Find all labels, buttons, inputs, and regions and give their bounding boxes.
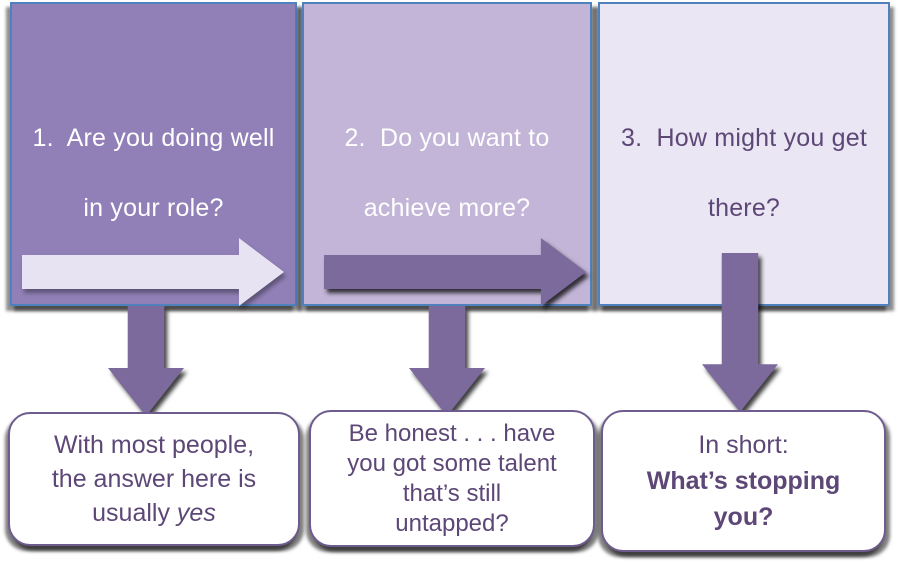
answer-box-2: Be honest . . . have you got some talent… xyxy=(309,410,595,547)
answer-3-bold-line-1: What’s stopping xyxy=(646,467,841,495)
answer-3-intro: In short: xyxy=(698,431,789,459)
arrow-down-shape xyxy=(409,306,485,416)
panel-2-question-line-1: 2. Do you want to xyxy=(344,124,550,152)
answer-2-line-2: you got some talent xyxy=(347,449,557,477)
answer-box-3: In short: What’s stopping you? xyxy=(601,410,886,552)
answer-2-line-3: that’s still xyxy=(402,479,502,507)
panel-1-question-line-2: in your role? xyxy=(83,194,224,222)
arrow-down-shape xyxy=(702,253,778,412)
answer-box-1: With most people, the answer here is usu… xyxy=(8,412,300,546)
answer-1-line-1: With most people, xyxy=(53,431,255,459)
answer-2-line-1: Be honest . . . have xyxy=(348,419,556,447)
answer-1-line-2: the answer here is xyxy=(51,465,257,493)
arrow-right-icon xyxy=(22,238,284,306)
panel-2-question-line-2: achieve more? xyxy=(363,194,531,222)
answer-1-emphasis: yes xyxy=(176,499,216,527)
arrow-right-shape-light xyxy=(22,238,284,306)
answer-2-line-4: untapped? xyxy=(395,509,509,537)
panel-3-question-line-1: 3. How might you get xyxy=(621,124,867,152)
arrow-right-shape-dark xyxy=(324,238,586,306)
answer-1-line-3-text: usually xyxy=(92,499,177,527)
arrow-down-icon xyxy=(108,306,184,416)
arrow-down-icon xyxy=(409,306,485,416)
answer-3-bold-line-2: you? xyxy=(713,503,774,531)
panel-3-question-line-2: there? xyxy=(707,194,781,222)
arrow-down-shape xyxy=(108,306,184,416)
arrow-down-icon xyxy=(702,253,778,412)
answer-1-line-3: usually yes xyxy=(92,496,216,530)
panel-1-question-line-1: 1. Are you doing well xyxy=(32,124,275,152)
arrow-right-icon xyxy=(324,238,586,306)
